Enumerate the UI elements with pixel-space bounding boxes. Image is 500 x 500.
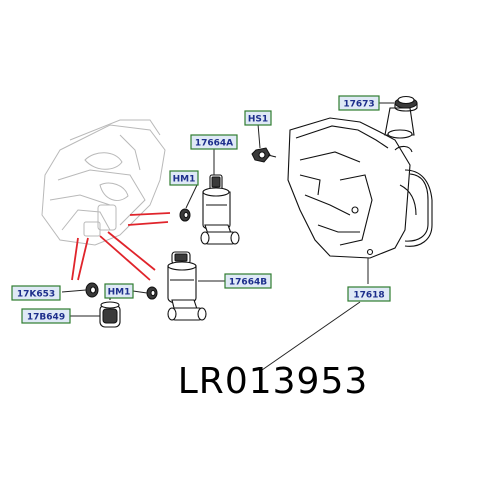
ghost-pump-cluster [83, 204, 117, 237]
callout-17664b-label: 17664B [229, 278, 267, 288]
callout-17b649: 17B649 [21, 308, 71, 324]
callout-hs1-label: HS1 [248, 115, 268, 125]
callout-17664a: 17664A [190, 134, 238, 150]
fastener-hs1-part [251, 147, 277, 163]
washer-reservoir-tank [287, 107, 433, 259]
part-number-label: LR013953 [178, 361, 369, 402]
grommet-hm1-top-part [179, 208, 191, 222]
callout-17k653: 17K653 [11, 285, 61, 301]
callout-hm1-top: HM1 [169, 170, 199, 186]
washer-pump-17664a-part [200, 174, 240, 245]
callout-17673: 17673 [338, 95, 380, 111]
filler-cap-part [394, 95, 418, 112]
grommet-17k653-part [85, 282, 99, 298]
callout-17664a-label: 17664A [195, 139, 233, 149]
grommet-hm1-bottom-part [146, 286, 158, 300]
ghost-bodywork-outline [41, 119, 166, 246]
leader-lines [61, 102, 394, 371]
callout-17b649-label: 17B649 [27, 313, 65, 323]
level-sensor-17b649-part [99, 296, 121, 328]
callout-17618: 17618 [347, 286, 391, 302]
callout-hm1-bottom-label: HM1 [108, 288, 131, 298]
callout-17664b: 17664B [224, 273, 272, 289]
callout-17618-label: 17618 [353, 291, 384, 301]
highlight-lines [71, 212, 171, 281]
callout-hs1: HS1 [244, 110, 272, 126]
callout-hm1-bottom: HM1 [104, 283, 134, 299]
callout-hm1-top-label: HM1 [173, 175, 196, 185]
washer-pump-17664b-part [167, 251, 207, 321]
callout-17k653-label: 17K653 [17, 290, 55, 300]
callout-17673-label: 17673 [343, 100, 374, 110]
